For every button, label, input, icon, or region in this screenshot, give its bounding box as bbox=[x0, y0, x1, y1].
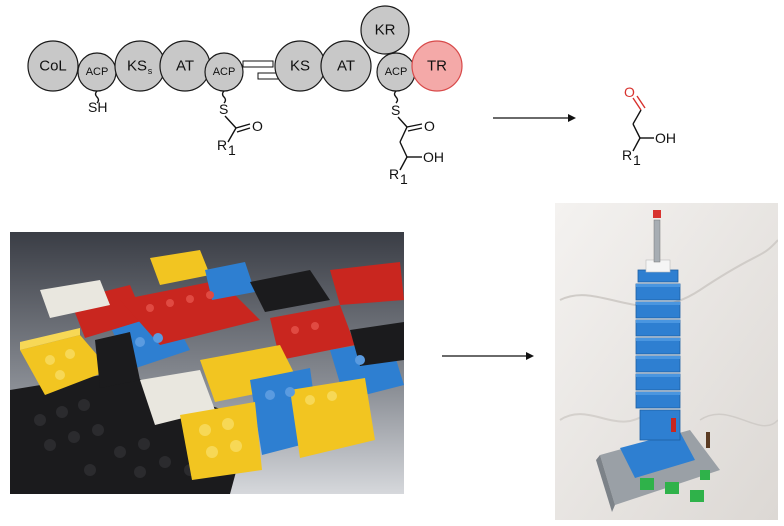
acp2-s-label: S bbox=[219, 101, 228, 117]
acp2-o-label: O bbox=[252, 118, 263, 134]
acp3-r-label: R bbox=[389, 166, 399, 182]
acp3-s-label: S bbox=[391, 102, 400, 118]
acp2-r-label: R bbox=[217, 137, 227, 153]
module-col: CoL bbox=[27, 40, 79, 92]
product-oh-label: OH bbox=[655, 130, 676, 146]
module-acp1-label: ACP bbox=[86, 66, 109, 78]
acp2-thioester: S O R 1 bbox=[217, 90, 263, 158]
acp3-hydroxy-thioester: S O OH R 1 bbox=[389, 90, 444, 187]
product-r-label: R bbox=[622, 147, 632, 163]
module-at1-label: AT bbox=[176, 58, 194, 75]
acp1-thiol: SH bbox=[88, 90, 107, 115]
module-acp2: ACP bbox=[204, 52, 244, 92]
module-acp3-label: ACP bbox=[385, 66, 408, 78]
module-kr-label: KR bbox=[375, 22, 396, 39]
module-kr: KR bbox=[360, 5, 410, 55]
reaction-arrow-top bbox=[493, 114, 576, 122]
reaction-arrow-bottom bbox=[442, 352, 534, 360]
module-tr: TR bbox=[411, 40, 463, 92]
module-acp2-label: ACP bbox=[213, 66, 236, 78]
module-ks1-label: KS bbox=[127, 58, 147, 75]
acp1-sh-label: SH bbox=[88, 99, 107, 115]
lego-bricks-pile-image bbox=[10, 232, 404, 494]
acp3-oh-label: OH bbox=[423, 149, 444, 165]
module-acp3: ACP bbox=[376, 52, 416, 92]
acp3-o-label: O bbox=[424, 118, 435, 134]
module-ks2-label: KS bbox=[290, 58, 310, 75]
aldehyde-product: O OH R 1 bbox=[622, 84, 676, 168]
acp3-r-subscript: 1 bbox=[400, 171, 408, 187]
lego-tower-model-image bbox=[555, 203, 778, 520]
product-o-label: O bbox=[624, 84, 635, 100]
module-at2: AT bbox=[320, 40, 372, 92]
acp2-r-subscript: 1 bbox=[228, 142, 236, 158]
module-ks2: KS bbox=[274, 40, 326, 92]
module-col-label: CoL bbox=[39, 58, 67, 75]
module-ks1: KS s bbox=[114, 40, 166, 92]
module-ks1-subscript: s bbox=[148, 66, 153, 76]
module-acp1: ACP bbox=[77, 52, 117, 92]
module-at1: AT bbox=[159, 40, 211, 92]
module-at2-label: AT bbox=[337, 58, 355, 75]
product-r-subscript: 1 bbox=[633, 152, 641, 168]
module-tr-label: TR bbox=[427, 58, 447, 75]
